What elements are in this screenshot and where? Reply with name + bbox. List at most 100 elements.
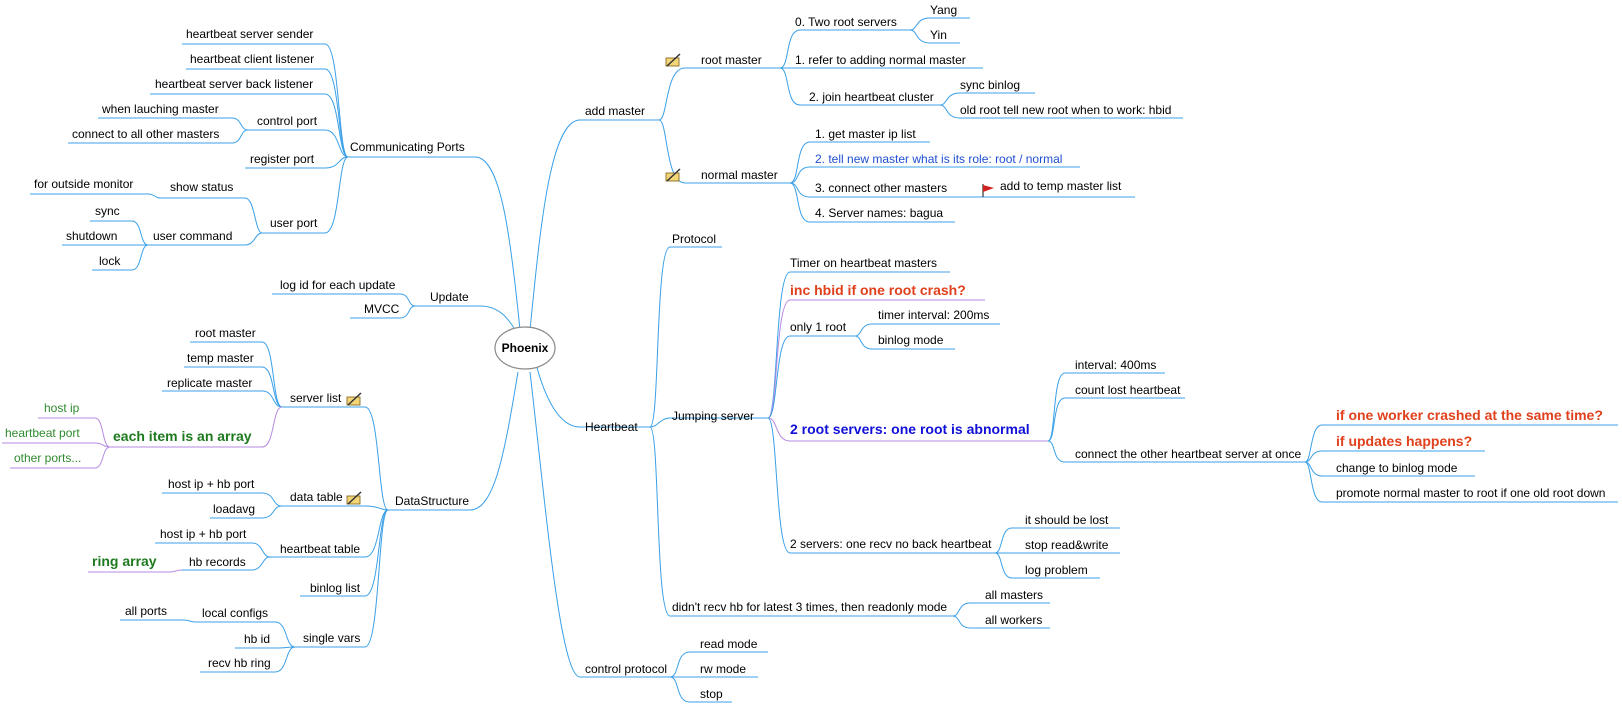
node-connect-all[interactable]: connect to all other masters (72, 127, 219, 141)
node-count-lost[interactable]: count lost heartbeat (1075, 383, 1181, 397)
node-single-vars[interactable]: single vars (303, 631, 360, 645)
edge-host-ip (94, 417, 111, 448)
node-all-ports[interactable]: all ports (125, 604, 167, 618)
node-all-masters[interactable]: all masters (985, 588, 1043, 602)
node-yin[interactable]: Yin (930, 28, 947, 42)
node-hb-back-listener[interactable]: heartbeat server back listener (155, 77, 313, 91)
node-root-master[interactable]: root master (701, 53, 762, 67)
node-datastructure[interactable]: DataStructure (395, 494, 469, 508)
edge-timer-hb (767, 271, 791, 419)
node-binlog-mode[interactable]: binlog mode (878, 333, 944, 347)
node-timer-interval[interactable]: timer interval: 200ms (878, 308, 989, 322)
node-data-table[interactable]: data table (290, 490, 343, 504)
node-didnt-recv[interactable]: didn't recv hb for latest 3 times, then … (672, 600, 947, 614)
node-heartbeat-port[interactable]: heartbeat port (5, 426, 80, 440)
edge-stop (669, 676, 691, 703)
node-outside-monitor[interactable]: for outside monitor (34, 177, 133, 191)
node-temp-master[interactable]: temp master (187, 351, 254, 365)
edge-didnt-recv (649, 426, 671, 617)
edge-hb-records (251, 556, 271, 571)
node-only-1-root[interactable]: only 1 root (790, 320, 847, 334)
node-update[interactable]: Update (430, 290, 469, 304)
edge-datastructure (469, 371, 519, 511)
node-join-heartbeat[interactable]: 2. join heartbeat cluster (809, 90, 934, 104)
node-recv-hb-ring[interactable]: recv hb ring (208, 656, 271, 670)
node-other-ports[interactable]: other ports... (14, 451, 81, 465)
node-control-port[interactable]: control port (257, 114, 318, 128)
node-all-workers[interactable]: all workers (985, 613, 1042, 627)
node-communicating-ports[interactable]: Communicating Ports (350, 140, 465, 154)
node-inc-hbid[interactable]: inc hbid if one root crash? (790, 282, 966, 298)
edge-two-root (779, 29, 801, 69)
node-show-status[interactable]: show status (170, 180, 233, 194)
node-get-master-ip[interactable]: 1. get master ip list (815, 127, 916, 141)
node-should-be-lost[interactable]: it should be lost (1025, 513, 1109, 527)
node-host-ip[interactable]: host ip (44, 401, 80, 415)
node-register-port[interactable]: register port (250, 152, 315, 166)
node-lock[interactable]: lock (99, 254, 121, 268)
node-interval-400[interactable]: interval: 400ms (1075, 358, 1156, 372)
node-rw-mode[interactable]: rw mode (700, 662, 746, 676)
node-mvcc[interactable]: MVCC (364, 302, 400, 316)
node-refer-adding[interactable]: 1. refer to adding normal master (795, 53, 966, 67)
node-normal-master[interactable]: normal master (701, 168, 778, 182)
node-replicate-master[interactable]: replicate master (167, 376, 252, 390)
edge-ring-array (169, 569, 183, 573)
node-heartbeat[interactable]: Heartbeat (585, 420, 638, 434)
edge-should-lost (994, 527, 1013, 554)
edge-temp-master (261, 366, 283, 408)
node-protocol[interactable]: Protocol (672, 232, 716, 246)
node-user-port[interactable]: user port (270, 216, 318, 230)
node-connect-other-masters[interactable]: 3. connect other masters (815, 181, 947, 195)
node-server-list[interactable]: server list (290, 391, 342, 405)
node-add-temp-master[interactable]: add to temp master list (1000, 179, 1122, 193)
node-shutdown[interactable]: shutdown (66, 229, 117, 243)
node-yang[interactable]: Yang (930, 3, 957, 17)
node-sync[interactable]: sync (95, 204, 120, 218)
node-each-item-array[interactable]: each item is an array (113, 428, 252, 444)
node-ring-array[interactable]: ring array (92, 553, 157, 569)
node-log-problem[interactable]: log problem (1025, 563, 1088, 577)
node-promote[interactable]: promote normal master to root if one old… (1336, 486, 1605, 500)
node-log-id[interactable]: log id for each update (280, 278, 396, 292)
node-two-root-abnormal[interactable]: 2 root servers: one root is abnormal (790, 421, 1030, 437)
node-hb-client-listener[interactable]: heartbeat client listener (190, 52, 314, 66)
node-connect-other-hb[interactable]: connect the other heartbeat server at on… (1075, 447, 1301, 461)
node-user-command[interactable]: user command (153, 229, 232, 243)
edge-log-id (399, 293, 416, 307)
node-hostip-hbport[interactable]: host ip + hb port (168, 477, 255, 491)
edge-heartbeat (534, 359, 581, 428)
node-when-launching[interactable]: when lauching master (101, 102, 219, 116)
node-control-protocol[interactable]: control protocol (585, 662, 667, 676)
node-read-mode[interactable]: read mode (700, 637, 758, 651)
node-change-binlog[interactable]: change to binlog mode (1336, 461, 1458, 475)
node-heartbeat-table[interactable]: heartbeat table (280, 542, 360, 556)
node-if-worker-crashed[interactable]: if one worker crashed at the same time? (1336, 407, 1603, 423)
node-add-master[interactable]: add master (585, 104, 645, 118)
node-root-master-ds[interactable]: root master (195, 326, 256, 340)
node-hb-records[interactable]: hb records (189, 555, 246, 569)
node-stop-rw[interactable]: stop read&write (1025, 538, 1109, 552)
node-old-root[interactable]: old root tell new root when to work: hbi… (960, 103, 1171, 117)
edge-binlog-mode (854, 335, 873, 350)
node-two-servers[interactable]: 2 servers: one recv no back heartbeat (790, 537, 992, 551)
node-timer-heartbeat[interactable]: Timer on heartbeat masters (790, 256, 937, 270)
node-stop[interactable]: stop (700, 687, 723, 701)
node-local-configs[interactable]: local configs (202, 606, 268, 620)
center-node[interactable] (494, 326, 556, 370)
node-loadavg[interactable]: loadavg (213, 502, 255, 516)
node-binlog-list[interactable]: binlog list (310, 581, 361, 595)
node-two-root-servers[interactable]: 0. Two root servers (795, 15, 897, 29)
node-hb-server-sender[interactable]: heartbeat server sender (186, 27, 313, 41)
edge-old-root (939, 104, 961, 119)
edge-each-item (261, 406, 283, 448)
node-server-names[interactable]: 4. Server names: bagua (815, 206, 943, 220)
node-if-updates[interactable]: if updates happens? (1336, 433, 1472, 449)
node-jumping-server[interactable]: Jumping server (672, 409, 754, 423)
edge-server-names (789, 182, 811, 223)
node-hb-id[interactable]: hb id (244, 632, 270, 646)
node-tell-new-master[interactable]: 2. tell new master what is its role: roo… (815, 152, 1062, 166)
node-sync-binlog[interactable]: sync binlog (960, 78, 1020, 92)
node-hostip-hbport-2[interactable]: host ip + hb port (160, 527, 247, 541)
